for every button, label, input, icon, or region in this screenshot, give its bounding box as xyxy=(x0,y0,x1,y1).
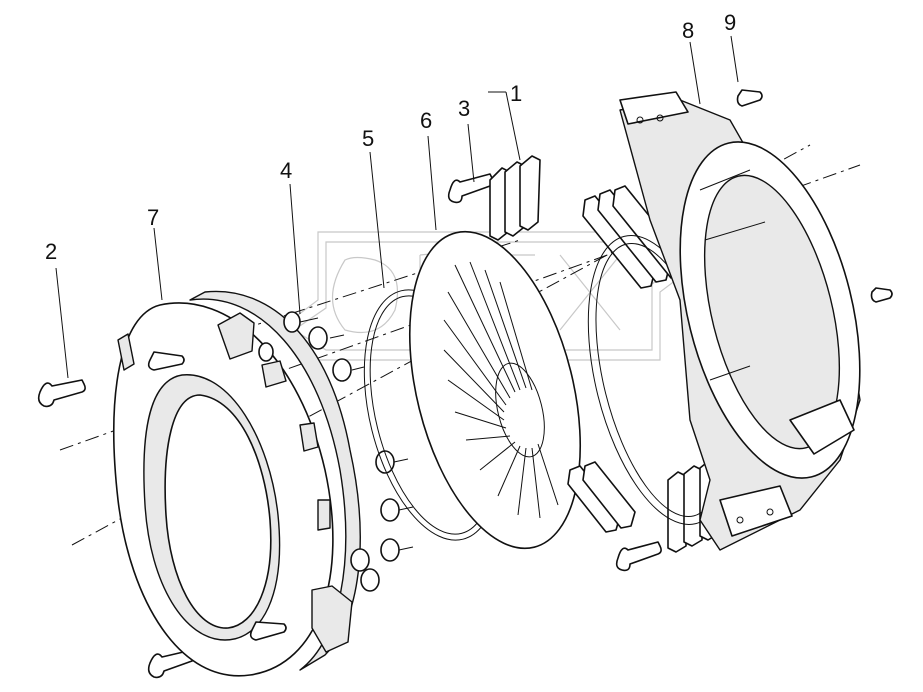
strap-plates-part-1 xyxy=(489,155,541,241)
callout-8: 8 xyxy=(682,18,694,43)
callout-9: 9 xyxy=(724,10,736,35)
callout-2: 2 xyxy=(45,239,57,264)
callout-4: 4 xyxy=(280,158,292,183)
bolt-part-9 xyxy=(736,89,893,303)
bolt-part-2 xyxy=(37,379,196,679)
callout-leaders xyxy=(55,35,739,379)
callout-3: 3 xyxy=(458,96,470,121)
bolt-part-3 xyxy=(447,173,494,204)
callout-7: 7 xyxy=(147,205,159,230)
clutch-cover-part-8 xyxy=(619,91,861,551)
rivets-part-4 xyxy=(258,311,414,592)
pressure-plate-part-7 xyxy=(113,290,361,677)
callout-1: 1 xyxy=(510,81,522,106)
callout-6: 6 xyxy=(420,108,432,133)
diaphragm-disc-part-6 xyxy=(408,230,582,550)
callout-5: 5 xyxy=(362,126,374,151)
callout-labels: 1 2 3 4 5 6 7 8 9 xyxy=(45,10,736,264)
